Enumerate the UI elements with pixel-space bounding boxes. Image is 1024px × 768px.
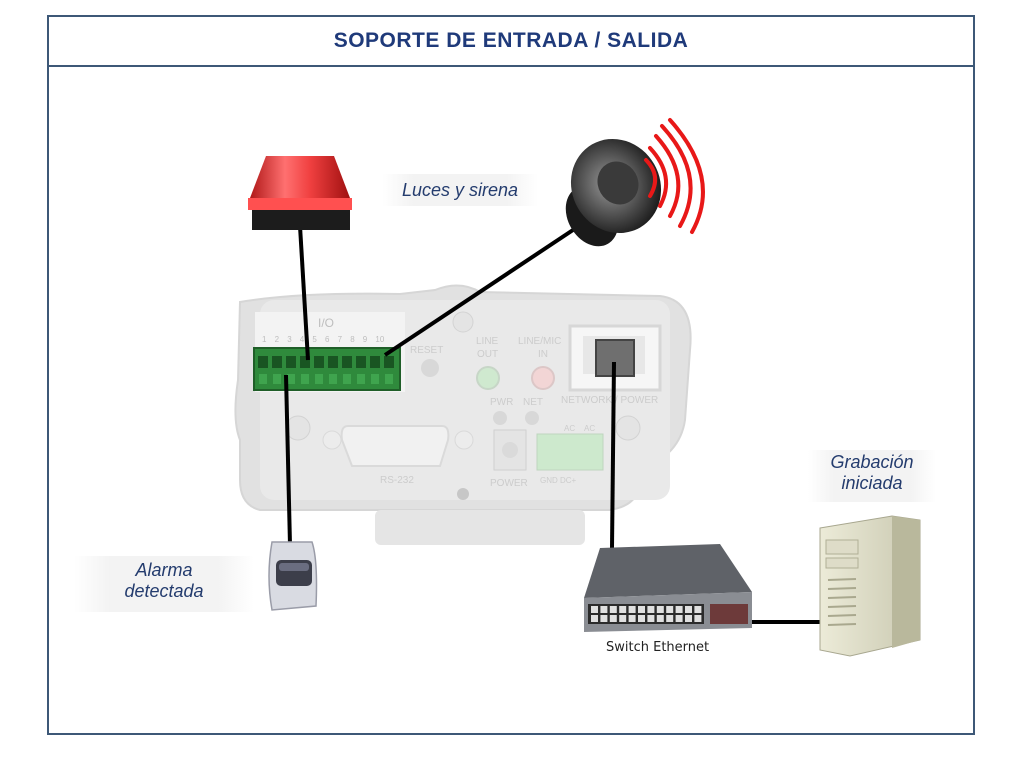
switch-port — [638, 606, 645, 613]
switch-port — [591, 615, 598, 622]
server-vent — [827, 623, 857, 626]
switch-port — [619, 615, 627, 622]
io-terminal-block — [253, 347, 401, 391]
pin-number: 7 — [338, 335, 343, 344]
switch-port — [675, 606, 683, 613]
terminal-screw — [343, 374, 351, 384]
switch-port — [694, 615, 702, 622]
server-vent — [827, 605, 857, 608]
line-mic-label-1: LINE/MIC — [518, 336, 561, 347]
network-power-label: NETWORK / POWER — [561, 395, 658, 406]
net-label: NET — [523, 397, 543, 408]
switch-port — [591, 606, 598, 613]
alarm-label-line1: Alarma — [135, 560, 193, 580]
server-vent — [827, 614, 857, 617]
ethernet-switch-icon — [584, 544, 752, 632]
cable-sensor — [284, 374, 292, 546]
pin-number: 6 — [325, 335, 330, 344]
server-vent — [827, 587, 857, 590]
switch-ethernet-label: Switch Ethernet — [606, 640, 710, 655]
switch-port — [685, 606, 692, 613]
switch-port — [656, 606, 664, 613]
pin-number: 8 — [350, 335, 355, 344]
terminal-screw — [371, 374, 379, 384]
terminal-slot — [314, 356, 324, 368]
switch-port — [666, 606, 674, 613]
switch-port — [609, 606, 617, 613]
speaker-icon — [565, 118, 705, 247]
pin-number: 4 — [300, 335, 305, 344]
server-vent — [827, 578, 857, 581]
terminal-slot — [370, 356, 380, 368]
ac-label-1: AC — [564, 424, 575, 433]
motion-sensor-icon — [268, 541, 318, 611]
lights-siren-label: Luces y sirena — [382, 174, 538, 206]
terminal-slot — [258, 356, 268, 368]
recording-started-label: Grabación iniciada — [808, 450, 936, 502]
line-out-label-1: LINE — [476, 336, 499, 347]
io-label: I/O — [318, 316, 334, 330]
terminal-screw — [357, 374, 365, 384]
switch-port — [619, 606, 627, 613]
switch-port — [685, 615, 692, 622]
cable-switch — [610, 361, 616, 549]
terminal-slot — [272, 356, 282, 368]
line-mic-label-2: IN — [538, 349, 548, 360]
recording-label-line2: iniciada — [841, 473, 903, 493]
pwr-label: PWR — [490, 397, 513, 408]
terminal-screw — [385, 374, 393, 384]
terminal-screw — [315, 374, 323, 384]
switch-port — [609, 615, 617, 622]
terminal-slot — [328, 356, 338, 368]
switch-port — [647, 615, 655, 622]
alarm-detected-label: Alarma detectada — [74, 556, 254, 612]
terminal-slot — [300, 356, 310, 368]
switch-port — [600, 615, 608, 622]
terminal-slot — [342, 356, 352, 368]
switch-port — [694, 606, 702, 613]
switch-port — [628, 606, 636, 613]
warning-light-icon — [248, 156, 352, 230]
terminal-slot — [356, 356, 366, 368]
pin-number: 2 — [275, 335, 280, 344]
terminal-screw — [273, 374, 281, 384]
switch-port — [675, 615, 683, 622]
gnd-dc-label: GND DC+ — [540, 476, 577, 485]
terminal-screw — [301, 374, 309, 384]
switch-port — [628, 615, 636, 622]
server-tower-icon — [819, 515, 921, 657]
terminal-screw — [287, 374, 295, 384]
switch-port — [666, 615, 674, 622]
switch-port — [656, 615, 664, 622]
cable-siren — [298, 225, 310, 361]
pin-number: 10 — [375, 335, 384, 344]
server-vent — [827, 596, 857, 599]
terminal-slot — [286, 356, 296, 368]
page-title: SOPORTE DE ENTRADA / SALIDA — [49, 17, 973, 67]
switch-port — [638, 615, 645, 622]
diagram-frame: SOPORTE DE ENTRADA / SALIDA — [47, 15, 975, 735]
rs232-label: RS-232 — [380, 475, 414, 486]
terminal-screw — [259, 374, 267, 384]
pin-number: 5 — [312, 335, 317, 344]
terminal-screw — [329, 374, 337, 384]
pin-number: 9 — [363, 335, 368, 344]
recording-label-line1: Grabación — [830, 452, 914, 472]
switch-port — [647, 606, 655, 613]
line-out-label-2: OUT — [477, 349, 498, 360]
terminal-slot — [384, 356, 394, 368]
reset-label: RESET — [410, 345, 443, 356]
cable-speaker — [383, 222, 584, 357]
alarm-label-line2: detectada — [124, 581, 204, 601]
pin-number: 1 — [262, 335, 267, 344]
ac-label-2: AC — [584, 424, 595, 433]
power-label: POWER — [490, 478, 528, 489]
switch-port — [600, 606, 608, 613]
pin-number: 3 — [287, 335, 292, 344]
